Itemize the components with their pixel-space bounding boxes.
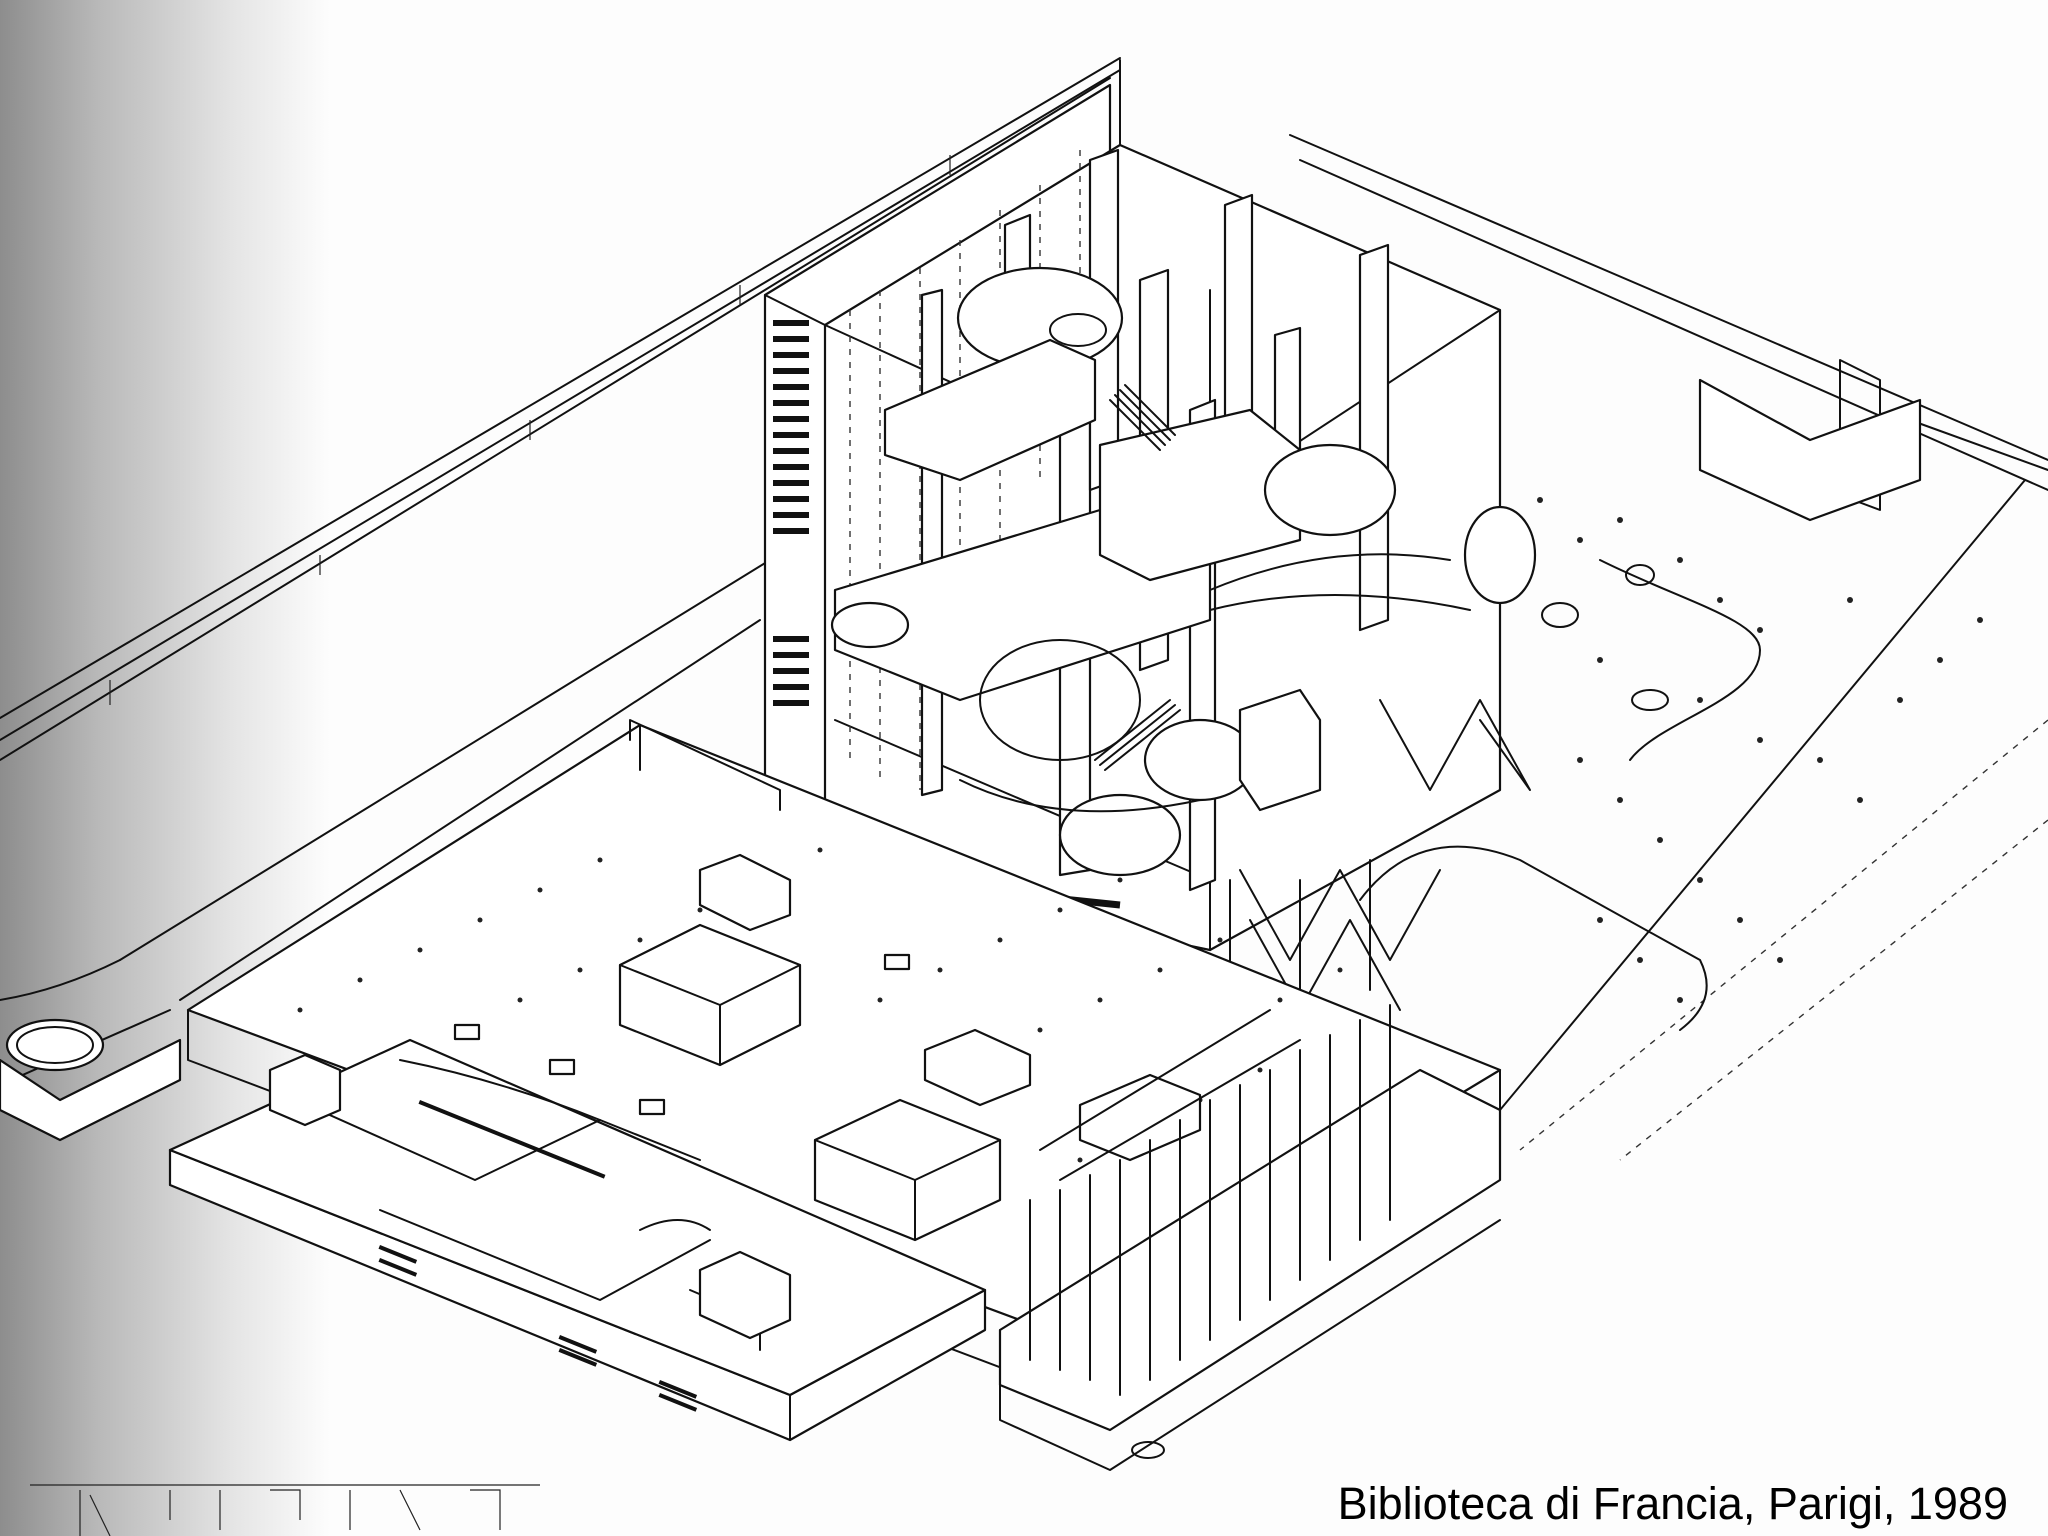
- ramp-structure: [0, 58, 1120, 1085]
- site-platform: [1290, 135, 2048, 1170]
- tower-windows: [773, 320, 809, 706]
- scan-artifact-lettering: [30, 1485, 540, 1536]
- round-pavilion: [0, 1020, 180, 1140]
- long-low-building: [170, 1040, 985, 1440]
- library-tower: [765, 60, 1535, 1010]
- building-windows: [378, 1100, 698, 1412]
- tower-volumes: [832, 268, 1535, 875]
- tower-stairs: [1095, 385, 1180, 770]
- glazed-hall: [1000, 1005, 1500, 1470]
- caption: Biblioteca di Francia, Parigi, 1989: [1337, 1478, 2008, 1529]
- scan-page-shadow: [0, 0, 330, 1536]
